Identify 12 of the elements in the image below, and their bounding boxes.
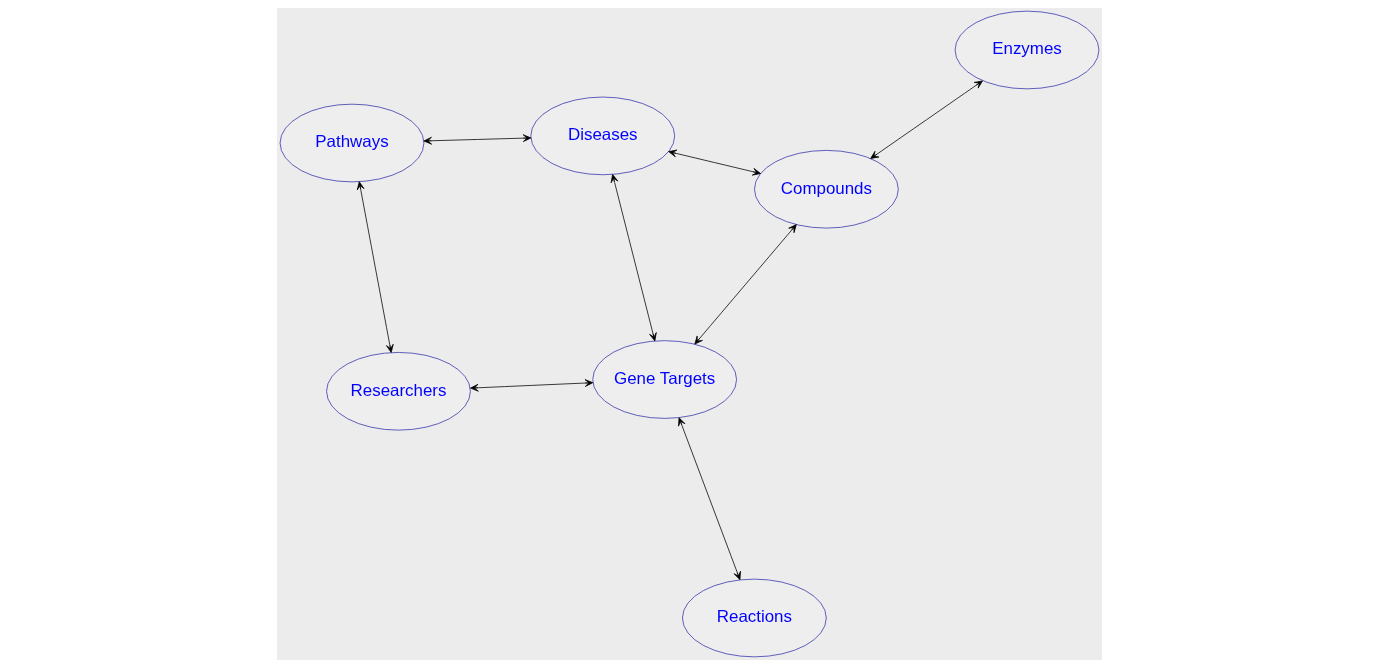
arrow [610,174,657,342]
node-ellipse: Pathways [279,103,424,183]
node-ellipse: Reactions [681,578,827,658]
arrow [469,379,593,392]
arrow [677,417,741,581]
arrow [356,181,394,353]
arrow [693,224,797,345]
arrow [667,149,761,176]
node-ellipse: Researchers [325,352,471,431]
arrow [423,134,531,145]
node-ellipse: Gene Targets [591,340,737,419]
arrow [869,80,983,159]
